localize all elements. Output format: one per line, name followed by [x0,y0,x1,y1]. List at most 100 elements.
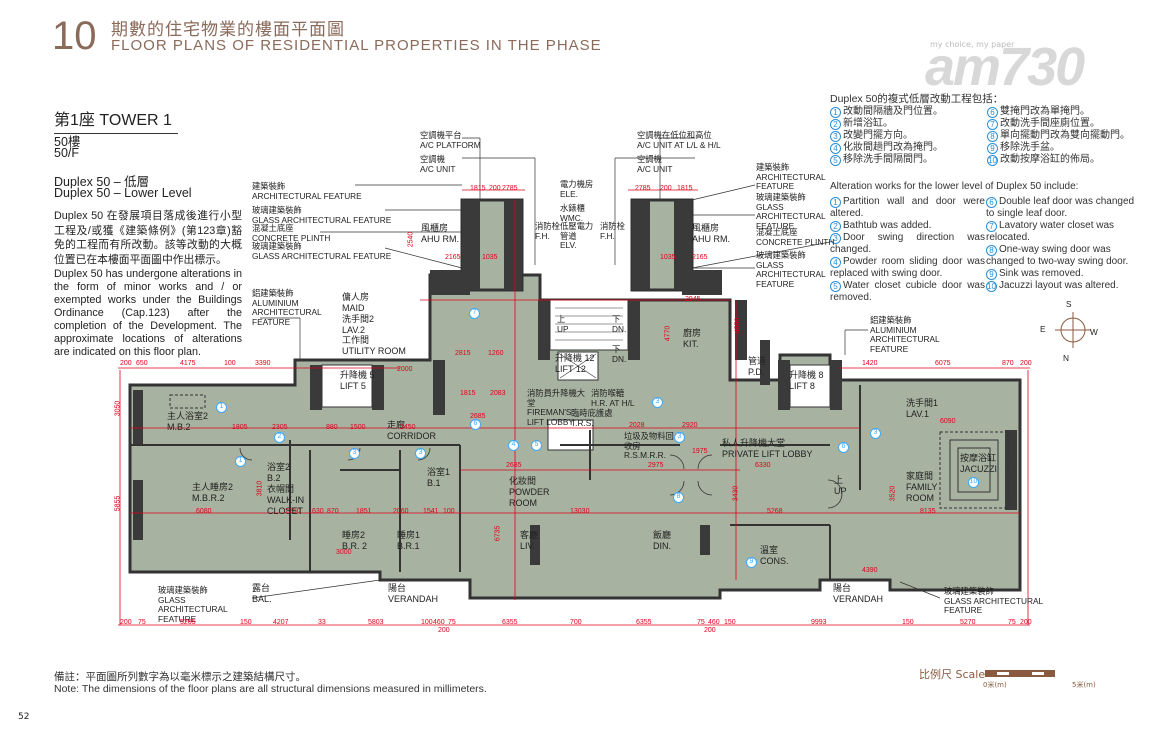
callout-3: 3 [349,448,360,459]
description-zh: Duplex 50 在發展項目落成後進行小型工程及/或獲《建築條例》(第123章… [54,210,242,266]
description-en: Duplex 50 has undergone alterations in t… [54,268,242,358]
callout-3: 3 [674,432,685,443]
floor-en: 50/F [54,146,80,160]
alterations-title-zh: Duplex 50的複式低層改動工程包括： [830,93,1004,105]
note-zh: 備註：平面圖所列數字為以毫米標示之建築結構尺寸。 [54,671,306,683]
callout-2: 2 [274,432,285,443]
callout-3: 3 [652,397,663,408]
callout-6: 6 [838,442,849,453]
callout-9: 9 [746,557,757,568]
compass-n: N [1063,353,1069,363]
section-number: 10 [52,14,97,58]
unit-en: Duplex 50 – Lower Level [54,186,192,200]
callout-7: 7 [469,308,480,319]
callout-3: 3 [415,448,426,459]
compass-icon [1055,312,1091,348]
compass-s: S [1066,299,1072,309]
compass-w: W [1090,327,1098,337]
callout-6: 6 [470,419,481,430]
scale-bar [985,670,1055,677]
page-number: 52 [18,712,30,722]
wall [504,200,522,290]
floor-zh: 50樓 [54,135,81,149]
floor-plan [118,137,1030,626]
callout-5: 5 [531,440,542,451]
wall [674,200,692,290]
section-title-zh: 期數的住宅物業的樓面平面圖 [111,20,345,40]
callout-3: 3 [870,428,881,439]
scale-label: 比例尺 Scale [919,668,986,681]
callout-3: 1 [216,402,227,413]
callout-10: 10 [968,477,979,488]
unit-zh: Duplex 50 – 低層 [54,175,150,189]
note-en: Note: The dimensions of the floor plans … [54,683,487,695]
section-title-en: FLOOR PLANS OF RESIDENTIAL PROPERTIES IN… [111,37,602,54]
callout-1: 1 [235,456,246,467]
alterations-title-en: Alteration works for the lower level of … [830,181,1079,192]
